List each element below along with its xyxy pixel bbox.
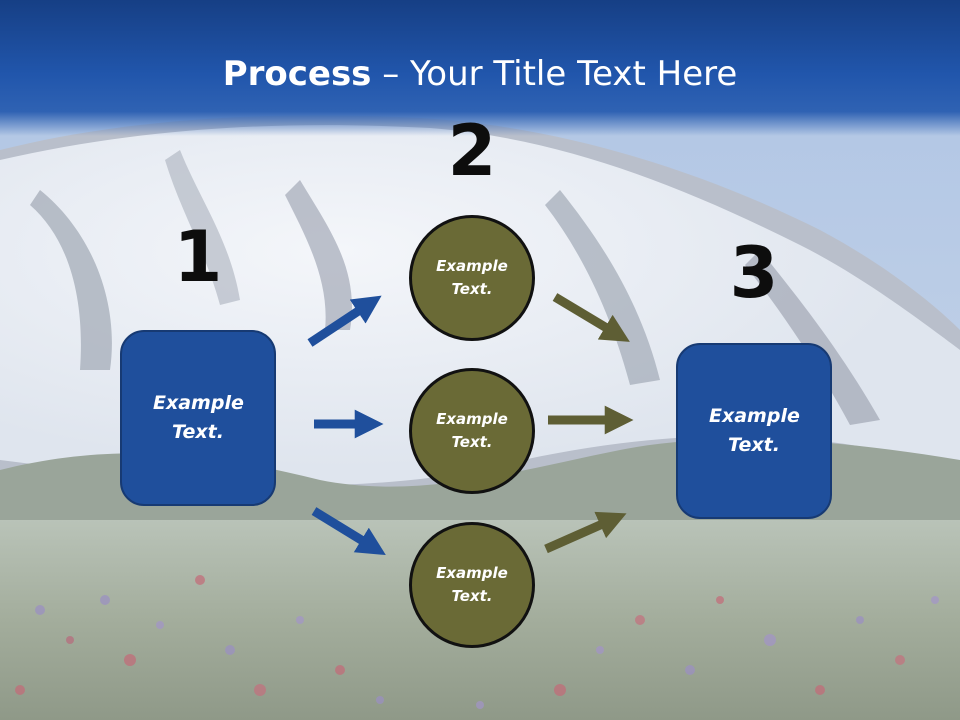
arrow-circle-top-to-box3 [552,293,630,342]
circle-top-text: Example Text. [436,257,508,298]
step-number-2: 2 [447,110,497,192]
title-bold: Process [222,54,372,94]
step-3-box: Example Text. [676,343,832,519]
circle-bottom-text: Example Text. [436,564,508,605]
page-title: Process – Your Title Text Here [0,52,960,96]
step-3-text: Example Text. [709,405,800,456]
circle-middle-text: Example Text. [436,410,508,451]
step-number-1: 1 [173,216,223,298]
title-rest: – Your Title Text Here [371,54,738,94]
step-2-circle-bottom: Example Text. [409,522,535,648]
step-2-circle-middle: Example Text. [409,368,535,494]
step-2-circle-top: Example Text. [409,215,535,341]
arrow-box1-to-circle-top [307,295,382,347]
step-1-text: Example Text. [153,392,244,443]
step-1-box: Example Text. [120,330,276,506]
arrow-box1-to-circle-bottom [311,507,386,556]
arrow-circle-bottom-to-box3 [544,511,627,554]
step-number-3: 3 [729,232,779,314]
